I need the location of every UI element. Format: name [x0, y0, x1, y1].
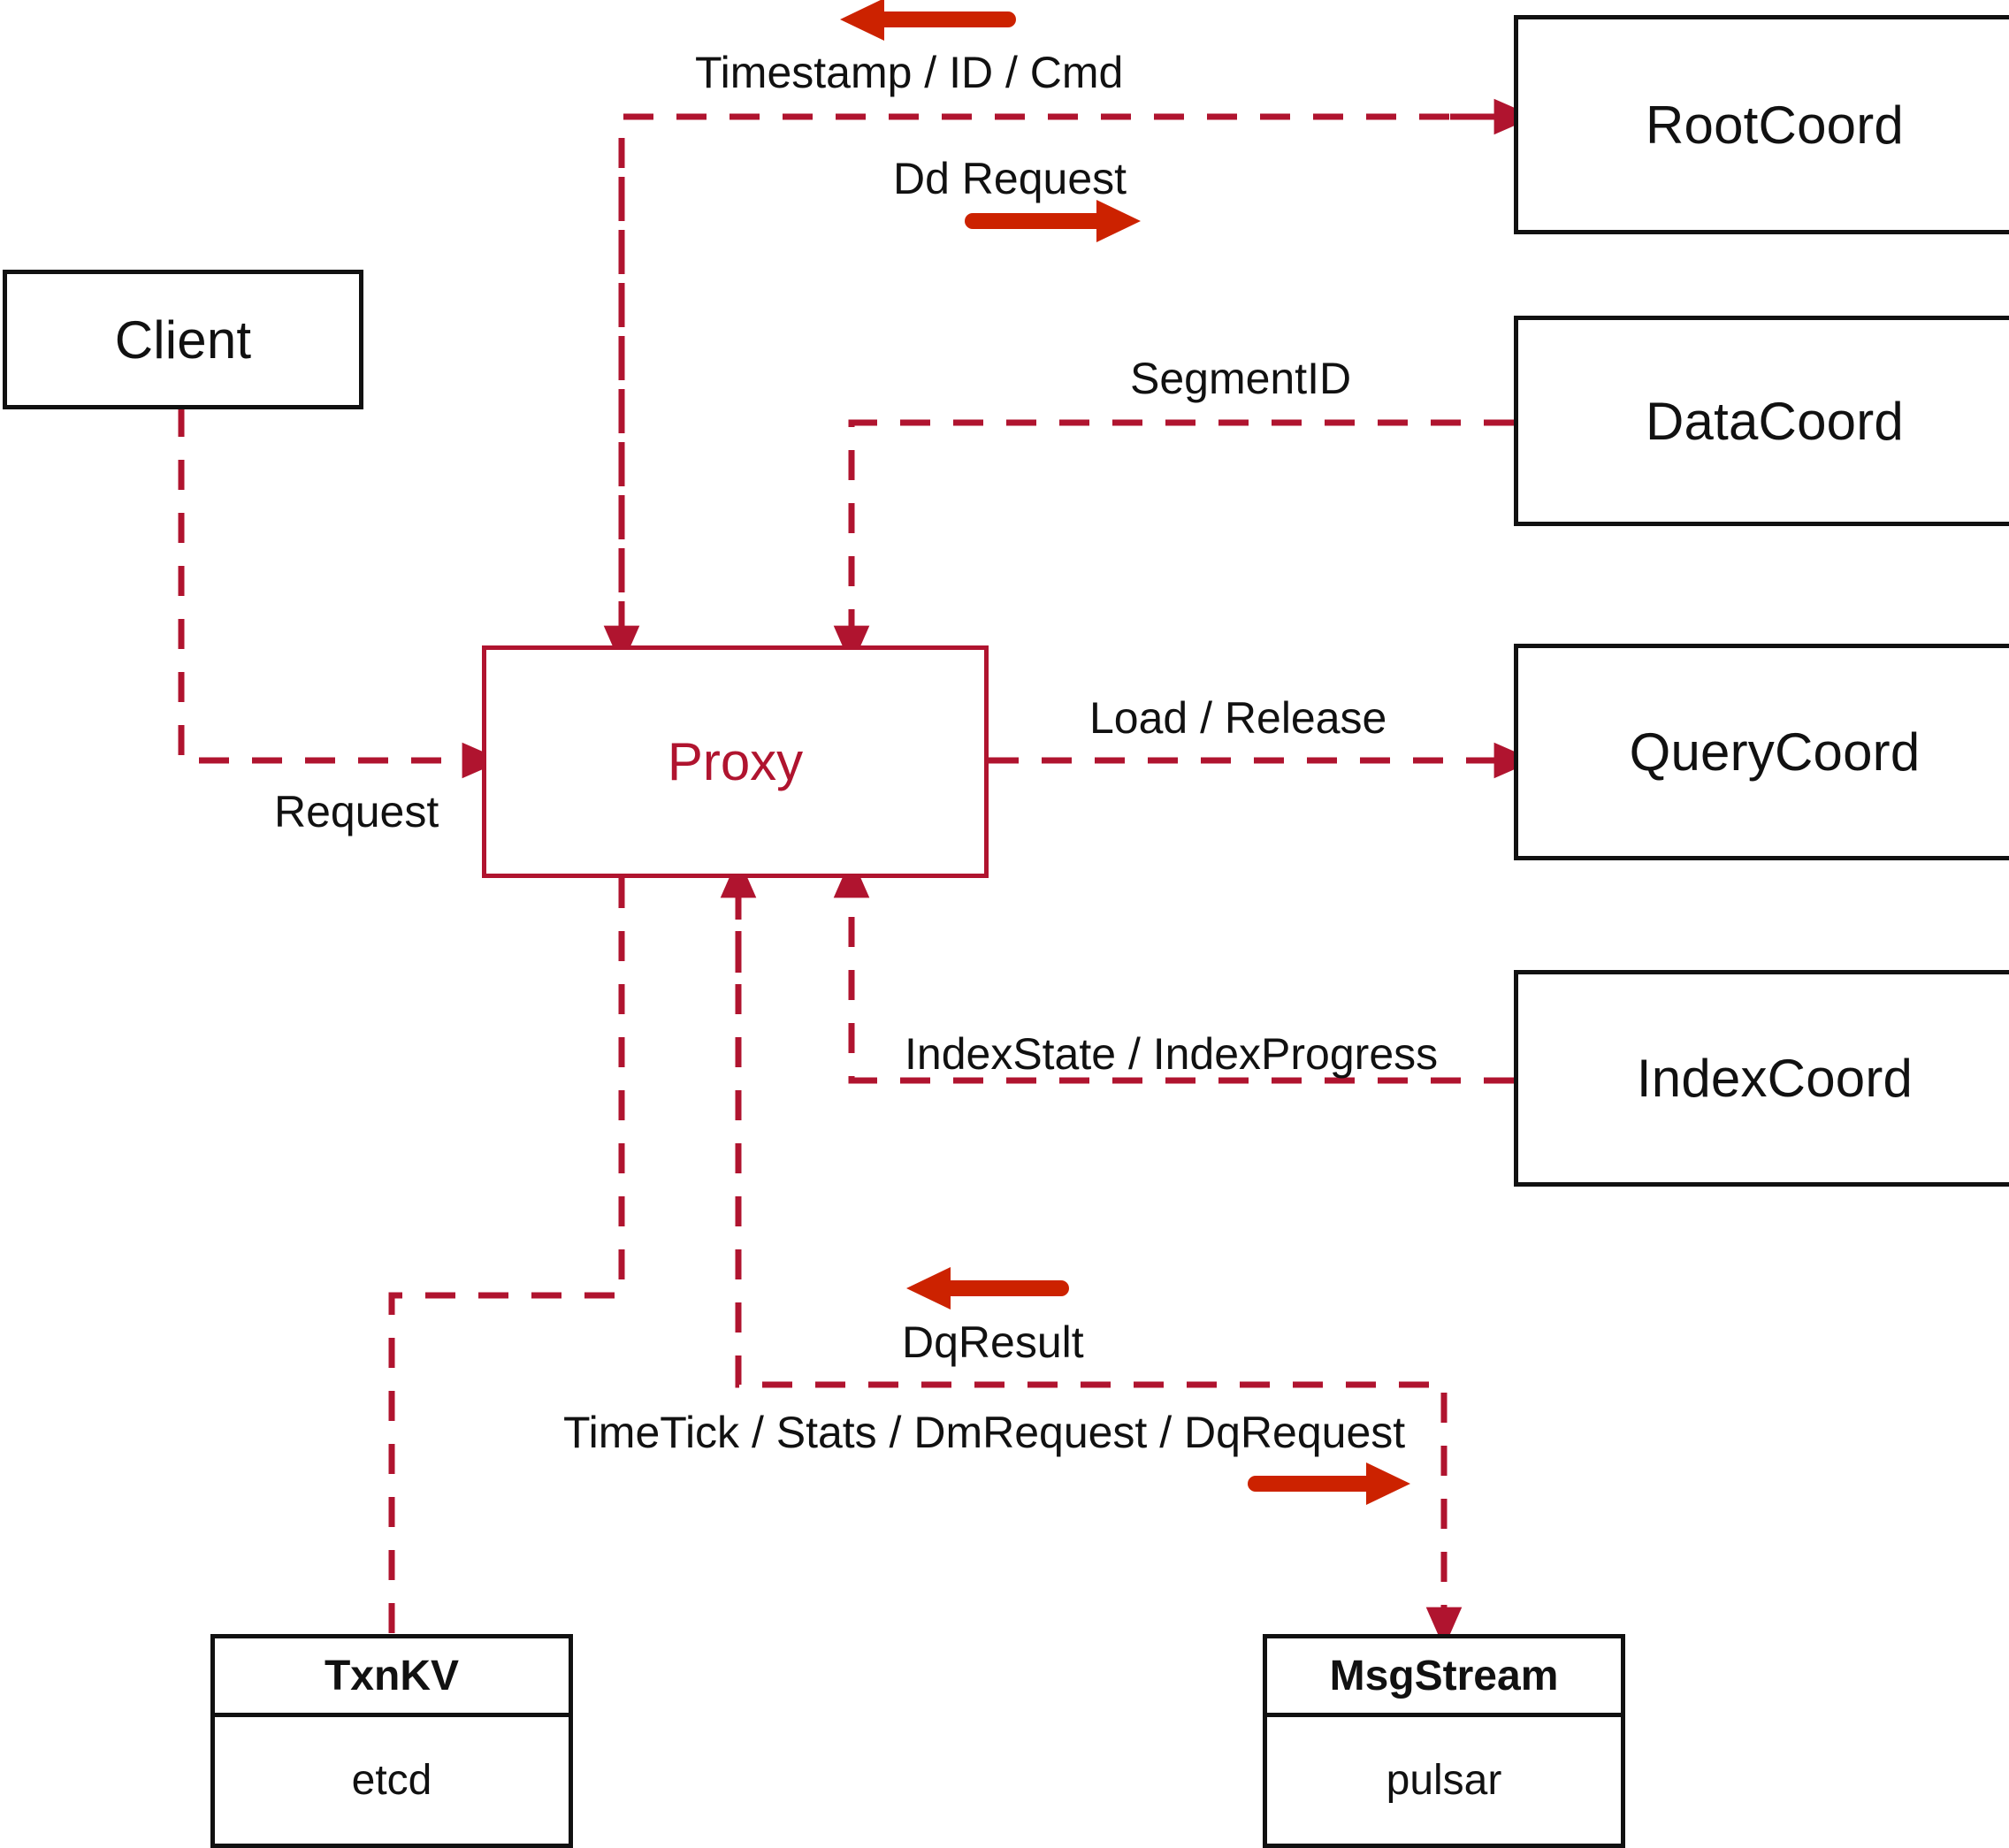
edge-label-timestamp-id-cmd: Timestamp / ID / Cmd: [695, 48, 1124, 97]
edge-label-segment-id: SegmentID: [1130, 354, 1352, 403]
node-client[interactable]: Client: [3, 270, 363, 409]
direction-arrow-dqresult: [906, 1267, 1069, 1310]
node-txnkv[interactable]: TxnKV etcd: [210, 1634, 573, 1848]
edge-proxy-msgstream: [720, 857, 1463, 1648]
node-proxy[interactable]: Proxy: [482, 645, 989, 878]
edge-datacoord-to-proxy: [833, 419, 1514, 667]
edge-proxy-to-txnkv: [388, 878, 625, 1634]
node-querycoord-label: QueryCoord: [1629, 722, 1921, 782]
node-datacoord-label: DataCoord: [1646, 391, 1904, 451]
node-proxy-label: Proxy: [667, 732, 804, 791]
edge-indexcoord-to-proxy: [833, 857, 1514, 1084]
node-indexcoord[interactable]: IndexCoord: [1514, 970, 2009, 1187]
edge-label-index-state-progress: IndexState / IndexProgress: [905, 1029, 1439, 1079]
edge-label-dq-result: DqResult: [902, 1317, 1084, 1367]
direction-arrow-timetick: [1248, 1462, 1410, 1505]
edge-proxy-rootcoord: [603, 98, 1535, 667]
node-txnkv-header: TxnKV: [215, 1638, 569, 1717]
direction-arrow-dd-request: [965, 200, 1141, 242]
edge-label-request: Request: [274, 787, 439, 836]
edge-label-load-release: Load / Release: [1089, 693, 1387, 743]
node-msgstream[interactable]: MsgStream pulsar: [1263, 1634, 1625, 1848]
node-datacoord[interactable]: DataCoord: [1514, 316, 2009, 526]
node-rootcoord-label: RootCoord: [1646, 95, 1904, 155]
node-client-label: Client: [114, 309, 252, 370]
node-rootcoord[interactable]: RootCoord: [1514, 15, 2009, 234]
node-msgstream-header: MsgStream: [1267, 1638, 1621, 1717]
direction-arrow-timestamp: [840, 0, 1016, 41]
node-msgstream-body: pulsar: [1386, 1757, 1502, 1804]
edge-label-dd-request: Dd Request: [893, 154, 1127, 203]
edge-label-timetick-stats: TimeTick / Stats / DmRequest / DqRequest: [563, 1408, 1406, 1457]
edge-client-to-proxy: [178, 407, 503, 779]
node-querycoord[interactable]: QueryCoord: [1514, 644, 2009, 860]
node-indexcoord-label: IndexCoord: [1636, 1049, 1914, 1108]
node-txnkv-body: etcd: [351, 1757, 432, 1804]
